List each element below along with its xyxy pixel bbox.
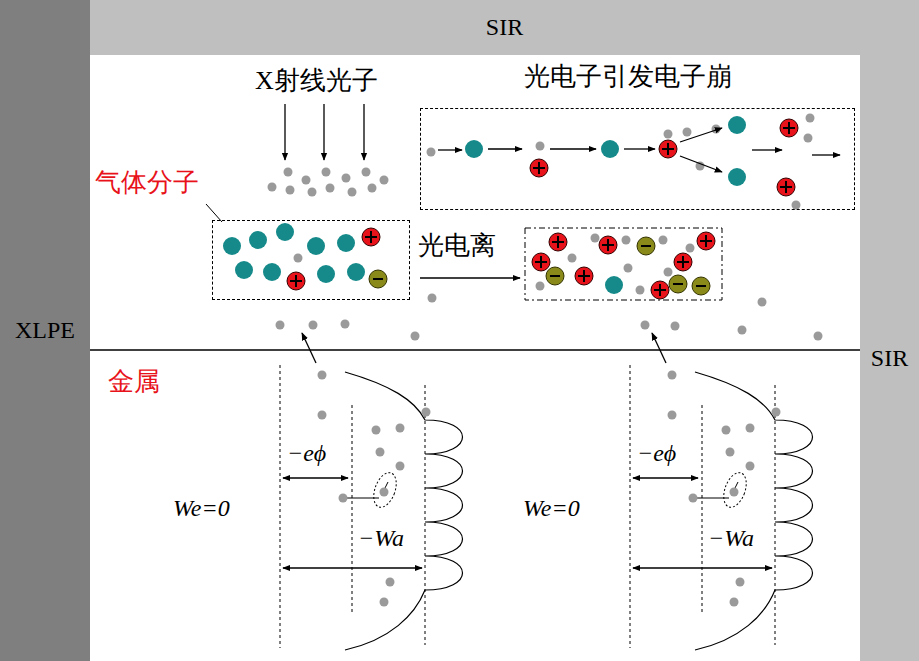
photon-dots [268, 168, 389, 197]
energy-label: We=0 [523, 495, 580, 521]
ionized-box [525, 228, 722, 300]
ionized-gas [532, 232, 715, 299]
energy-diagram [280, 333, 463, 650]
energy-diagram [630, 333, 813, 650]
gas-molecules [223, 223, 387, 290]
node-text: 光电子引发电子崩 [524, 63, 732, 92]
node-text: SIR [871, 345, 908, 371]
node-text: XLPE [15, 317, 75, 343]
sir-band: SIR [90, 0, 919, 55]
energy-label: −Wa [358, 525, 404, 551]
avalanche [427, 114, 841, 210]
energy-label: −Wa [708, 525, 754, 551]
energy-label: −eϕ [287, 440, 326, 466]
xray-label: X射线光子 [255, 67, 378, 96]
sir-band: SIR [860, 55, 919, 661]
energy-label: −eϕ [637, 440, 676, 466]
node-text: SIR [486, 14, 523, 40]
region-label: 金属 [108, 368, 160, 397]
gas-molecule-box: 气体分子 [212, 220, 410, 300]
process-label: 光电离 [418, 232, 496, 261]
free-electrons [276, 294, 823, 341]
xray-arrows [285, 104, 364, 160]
avalanche-box: 光电子引发电子崩 [420, 108, 855, 210]
ionization-arrow [420, 277, 520, 278]
energy-label: We=0 [173, 495, 230, 521]
node-text: 气体分子 [95, 169, 199, 198]
xlpe-band: XLPE [0, 0, 90, 661]
metal-surface [90, 349, 860, 350]
